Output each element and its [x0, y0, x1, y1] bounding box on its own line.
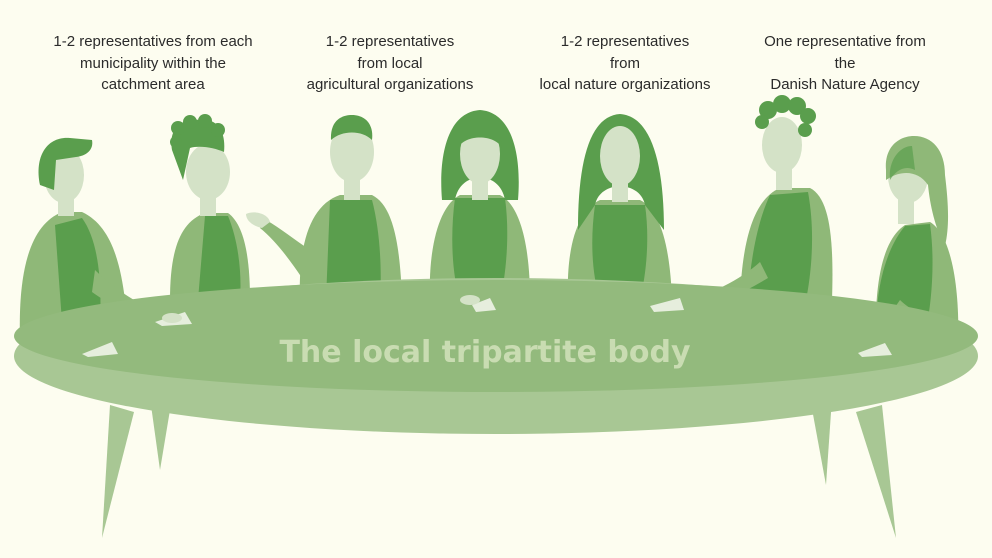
caption-nature-agency: One representative from the Danish Natur… — [748, 31, 942, 96]
table-leg — [856, 405, 896, 538]
caption-line: municipality within the — [80, 54, 226, 72]
caption-line: 1-2 representatives — [325, 33, 455, 50]
caption-line: the — [834, 54, 856, 72]
caption-agricultural: 1-2 representatives from local agricultu… — [288, 31, 492, 96]
paper — [472, 298, 496, 312]
table-top — [14, 280, 978, 392]
person-1 — [19, 137, 165, 345]
table-leg — [102, 405, 134, 538]
caption-line: catchment area — [101, 76, 205, 93]
caption-line: agricultural organizations — [306, 76, 474, 93]
caption-line: from — [610, 54, 640, 72]
caption-line: 1-2 representatives from each — [53, 33, 253, 50]
table-leg — [810, 398, 832, 485]
caption-line: One representative from — [764, 33, 926, 50]
person-3 — [246, 115, 402, 300]
caption-municipality: 1-2 representatives from each municipali… — [40, 31, 266, 96]
person-4 — [429, 110, 530, 300]
hand — [460, 295, 480, 305]
table-leg — [150, 398, 172, 470]
caption-line: Danish Nature Agency — [770, 76, 920, 93]
hand — [162, 313, 182, 323]
person-5 — [567, 114, 672, 300]
caption-line: from local — [357, 54, 423, 72]
caption-line: 1-2 representatives — [560, 33, 690, 50]
table-label: The local tripartite body — [279, 335, 691, 370]
caption-line: local nature organizations — [539, 76, 711, 93]
paper — [650, 298, 684, 312]
paper — [858, 343, 892, 357]
person-2 — [170, 114, 250, 300]
person-6 — [680, 95, 833, 312]
paper — [82, 342, 118, 357]
caption-nature: 1-2 representatives from local nature or… — [520, 31, 730, 96]
